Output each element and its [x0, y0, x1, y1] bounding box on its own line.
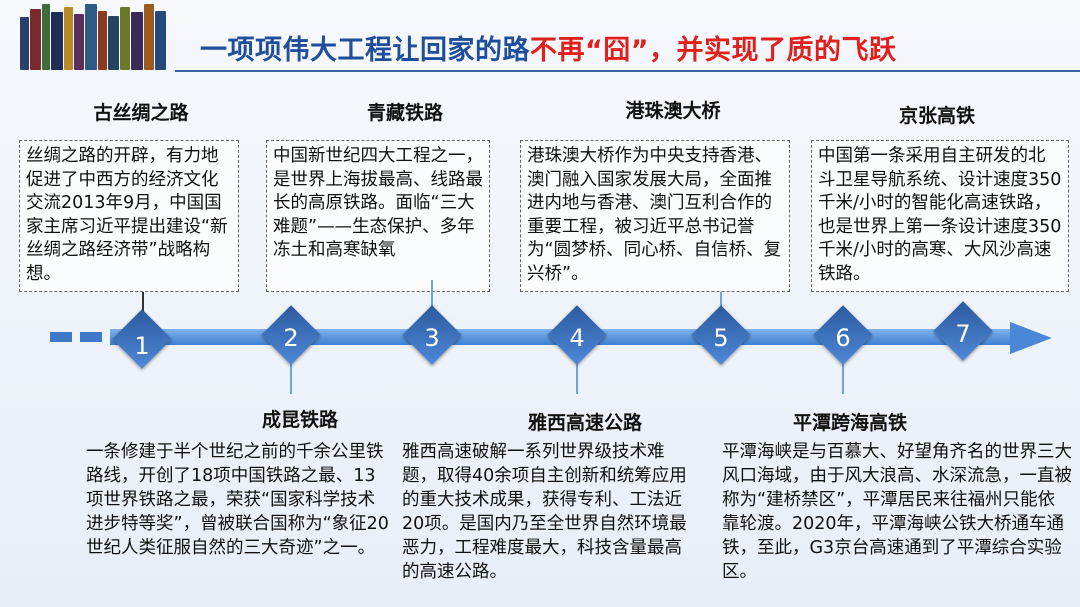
milestone-number-1: 1 [134, 332, 150, 360]
title-underline [175, 70, 1080, 72]
box-qinghai-tibet-railway: 中国新世纪四大工程之一，是世界上海拔最高、线路最长的高原铁路。面临“三大难题”—… [266, 140, 490, 292]
timeline-dash-2 [80, 332, 102, 342]
books-logo [20, 4, 170, 70]
connector-1 [142, 292, 144, 318]
timeline-arrow-head [1010, 322, 1052, 354]
heading-beijing-zhangjiakou-hsr: 京张高铁 [898, 105, 975, 127]
box-hzmb-bridge: 港珠澳大桥作为中央支持香港、澳门融入国家发展大局，全面推进内地与香港、澳门互利合… [520, 140, 790, 292]
text-yaxi-expressway: 雅西高速破解一系列世界级技术难题，取得40余项自主创新和统筹应用的重大技术成果，… [402, 442, 687, 582]
title-part-blue: 一项项伟大工程让回家的路 [200, 35, 530, 66]
milestone-number-6: 6 [835, 324, 851, 352]
heading-hzmb-bridge: 港珠澳大桥 [625, 100, 721, 122]
timeline-dash-1 [50, 332, 72, 342]
connector-4 [576, 362, 578, 394]
heading-pingtan-sea-crossing: 平潭跨海高铁 [792, 412, 907, 434]
box-silk-road: 丝绸之路的开辟，有力地促进了中西方的经济文化交流2013年9月，中国国家主席习近… [19, 140, 239, 292]
heading-yaxi-expressway: 雅西高速公路 [527, 412, 642, 434]
page-title: 一项项伟大工程让回家的路不再“囧”，并实现了质的飞跃 [200, 28, 897, 67]
text-chengkun-railway: 一条修建于半个世纪之前的千余公里铁路线，开创了18项中国铁路之最、13项世界铁路… [86, 442, 389, 558]
heading-chengkun-railway: 成昆铁路 [261, 409, 338, 431]
milestone-number-5: 5 [713, 324, 729, 352]
text-pingtan-sea-crossing: 平潭海峡是与百慕大、好望角齐名的世界三大风口海域，由于风大浪高、水深流急，一直被… [722, 442, 1072, 582]
milestone-number-2: 2 [283, 324, 299, 352]
connector-6 [842, 362, 844, 394]
text-beijing-zhangjiakou-hsr: 中国第一条采用自主研发的北斗卫星导航系统、设计速度350千米/小时的智能化高速铁… [818, 146, 1062, 284]
heading-silk-road: 古丝绸之路 [93, 102, 189, 124]
connector-2 [290, 362, 292, 394]
box-beijing-zhangjiakou-hsr: 中国第一条采用自主研发的北斗卫星导航系统、设计速度350千米/小时的智能化高速铁… [811, 140, 1069, 292]
milestone-number-4: 4 [569, 324, 585, 352]
title-part-red: 不再“囧”，并实现了质的飞跃 [530, 35, 897, 66]
milestone-number-3: 3 [424, 324, 440, 352]
milestone-number-7: 7 [955, 320, 971, 348]
text-hzmb-bridge: 港珠澳大桥作为中央支持香港、澳门融入国家发展大局，全面推进内地与香港、澳门互利合… [527, 146, 782, 284]
heading-qinghai-tibet-railway: 青藏铁路 [366, 102, 443, 124]
connector-3 [431, 280, 433, 310]
text-qinghai-tibet-railway: 中国新世纪四大工程之一，是世界上海拔最高、线路最长的高原铁路。面临“三大难题”—… [273, 146, 483, 260]
text-silk-road: 丝绸之路的开辟，有力地促进了中西方的经济文化交流2013年9月，中国国家主席习近… [26, 146, 228, 284]
connector-5 [720, 292, 722, 314]
